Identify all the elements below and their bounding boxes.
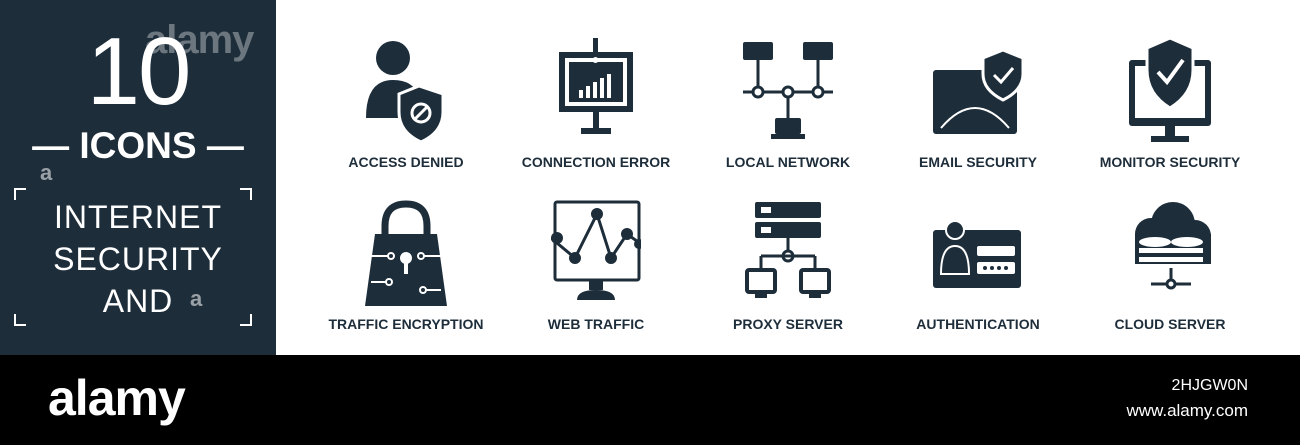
icons-label: — ICONS — — [32, 125, 244, 166]
network-nodes-icon — [743, 42, 833, 139]
alamy-logo: alamy — [48, 370, 186, 426]
icons-grid: ACCESS DENIED CONNECTION ERROR — [276, 0, 1300, 355]
watermark-small: a — [40, 160, 53, 185]
icon-label: CLOUD SERVER — [1114, 316, 1226, 332]
title-line: INTERNET — [54, 199, 222, 235]
icon-cell-email-security: EMAIL SECURITY — [888, 38, 1068, 188]
title-line: SECURITY — [53, 241, 223, 277]
monitor-shield-icon — [1129, 38, 1211, 142]
icon-cell-local-network: LOCAL NETWORK — [698, 38, 878, 188]
icon-count: 10 — [86, 18, 192, 125]
icon-label: TRAFFIC ENCRYPTION — [328, 316, 484, 332]
icon-cell-access-denied: ACCESS DENIED — [316, 38, 496, 188]
title-panel: alamy 10 — ICONS — a a INTERNET SECURITY… — [0, 0, 276, 355]
icon-label: LOCAL NETWORK — [725, 154, 851, 170]
icon-label: WEB TRAFFIC — [547, 316, 645, 332]
site-url: www.alamy.com — [1126, 401, 1248, 420]
user-shield-denied-icon — [366, 41, 445, 144]
icon-label: MONITOR SECURITY — [1099, 154, 1241, 170]
frame-corner — [240, 188, 252, 200]
id-card-password-icon — [933, 220, 1021, 288]
monitor-graph-icon — [551, 200, 641, 300]
icon-label: AUTHENTICATION — [916, 316, 1040, 332]
frame-corner — [240, 314, 252, 326]
image-id: 2HJGW0N — [1171, 377, 1248, 394]
icon-label: PROXY SERVER — [733, 316, 843, 332]
monitor-signal-error-icon — [559, 38, 633, 134]
icon-label: ACCESS DENIED — [348, 154, 464, 170]
icon-label: CONNECTION ERROR — [521, 154, 671, 170]
title-line: AND — [102, 283, 174, 319]
server-network-icon — [745, 202, 831, 298]
icon-cell-cloud-server: CLOUD SERVER — [1080, 200, 1260, 350]
lock-circuit-icon — [365, 200, 447, 306]
icon-cell-authentication: AUTHENTICATION — [888, 200, 1068, 350]
icon-label: EMAIL SECURITY — [919, 154, 1037, 170]
watermark: alamy — [145, 18, 254, 62]
watermark-small: a — [190, 286, 203, 311]
frame-corner — [14, 314, 26, 326]
frame-corner — [14, 188, 26, 200]
envelope-shield-icon — [933, 48, 1023, 134]
cloud-database-icon — [1135, 202, 1211, 290]
footer-bar: alamy 2HJGW0N www.alamy.com — [0, 355, 1300, 445]
icon-cell-traffic-encryption: TRAFFIC ENCRYPTION — [316, 200, 496, 350]
icon-cell-web-traffic: WEB TRAFFIC — [506, 200, 686, 350]
icon-cell-connection-error: CONNECTION ERROR — [506, 38, 686, 188]
icon-cell-proxy-server: PROXY SERVER — [698, 200, 878, 350]
icon-cell-monitor-security: MONITOR SECURITY — [1080, 38, 1260, 188]
